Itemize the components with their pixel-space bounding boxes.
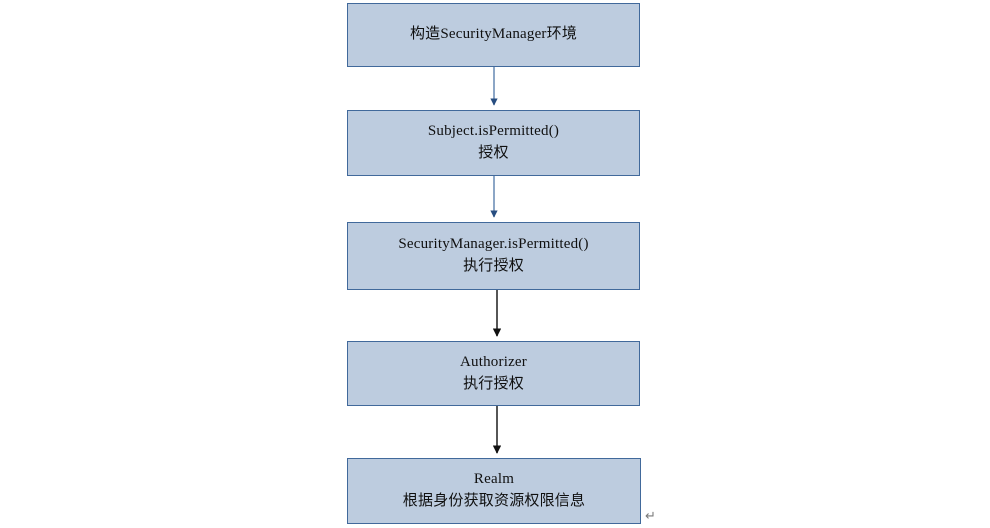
flow-node-sublabel: 执行授权 (463, 258, 524, 274)
flow-node-securitymanager-ispermitted[interactable]: SecurityManager.isPermitted() 执行授权 (347, 222, 640, 290)
flow-node-subject-ispermitted[interactable]: Subject.isPermitted() 授权 (347, 110, 640, 176)
flow-node-label: Authorizer (460, 353, 527, 370)
flow-node-authorizer[interactable]: Authorizer 执行授权 (347, 341, 640, 406)
flow-node-build-securitymanager-env[interactable]: 构造SecurityManager环境 (347, 3, 640, 67)
flow-node-realm[interactable]: Realm 根据身份获取资源权限信息 (347, 458, 641, 524)
paragraph-mark: ↵ (645, 508, 656, 523)
flow-node-label: Subject.isPermitted() (427, 123, 560, 140)
flow-node-sublabel: 执行授权 (463, 375, 524, 392)
flow-node-label: SecurityManager.isPermitted() (398, 236, 589, 253)
flow-node-sublabel: 根据身份获取资源权限信息 (402, 493, 586, 509)
flow-node-label: 构造SecurityManager环境 (409, 26, 578, 43)
flow-node-label: Realm (473, 471, 515, 488)
flow-node-sublabel: 授权 (478, 145, 509, 161)
